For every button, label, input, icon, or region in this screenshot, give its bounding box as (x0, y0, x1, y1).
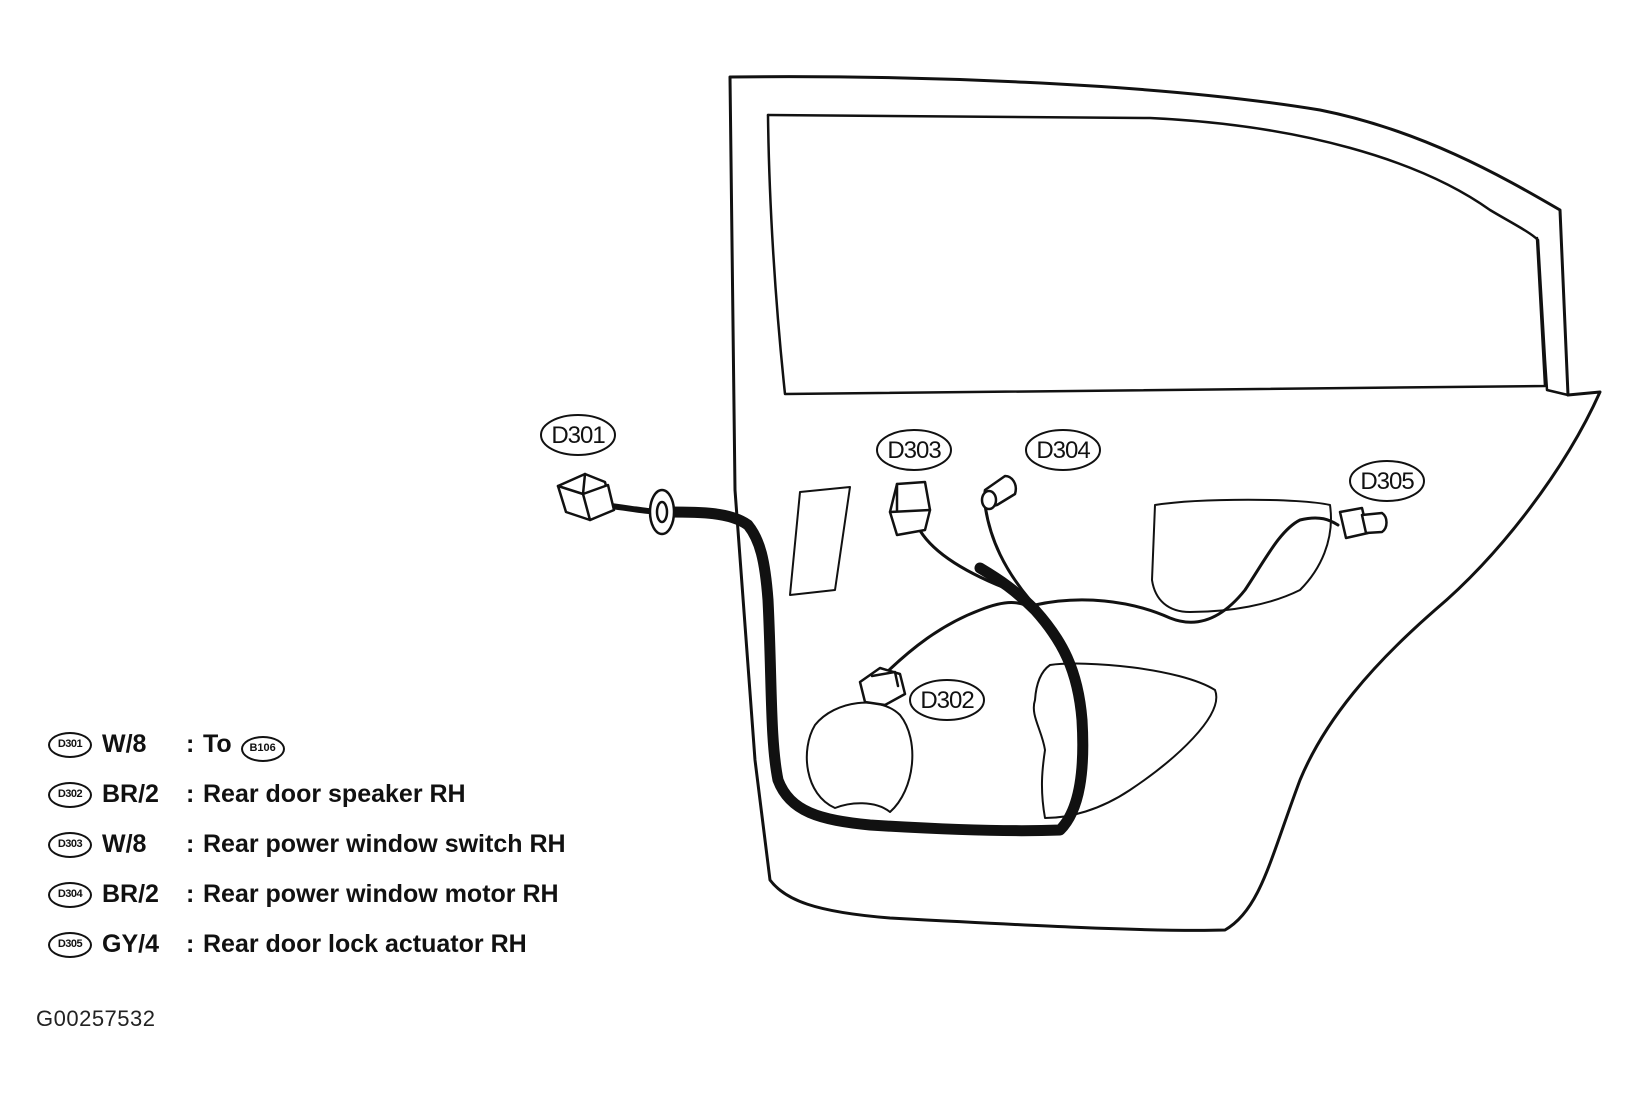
grommet (648, 488, 676, 536)
legend-code: W/8 (102, 830, 147, 858)
upper-access-hole (1151, 498, 1332, 613)
wire-d305 (1033, 516, 1340, 624)
speaker-opening (805, 701, 914, 813)
d305-callout-label: D305 (1360, 468, 1414, 495)
legend-row-d303: D303 W/8 : Rear power window switch RH (48, 830, 688, 880)
legend-separator: : (186, 880, 195, 908)
d302-callout-oval (909, 679, 985, 721)
legend-row-d302: D302 BR/2 : Rear door speaker RH (48, 780, 688, 830)
legend-row-d305: D305 GY/4 : Rear door lock actuator RH (48, 930, 688, 980)
lower-access-hole (1032, 662, 1218, 819)
legend-row-d304: D304 BR/2 : Rear power window motor RH (48, 880, 688, 930)
legend-separator: : (186, 830, 195, 858)
figure-id: G00257532 (36, 1006, 156, 1031)
d305-callout-oval (1349, 460, 1425, 502)
legend-badge: D305 (48, 932, 92, 958)
wire-d303 (916, 525, 1037, 612)
d301-callout-oval (540, 414, 616, 456)
window-glass (766, 113, 1547, 396)
legend-code: W/8 (102, 730, 147, 758)
legend-separator: : (186, 730, 195, 758)
legend-badge: D303 (48, 832, 92, 858)
legend-description: Rear door lock actuator RH (203, 930, 527, 958)
legend-separator: : (186, 780, 195, 808)
wire-d304 (983, 503, 1032, 602)
main-harness (662, 506, 1089, 837)
door-outline (728, 75, 1602, 932)
legend-code: BR/2 (102, 780, 159, 808)
legend-ref-badge: B106 (240, 736, 285, 762)
connector-legend: D301 W/8 : To B106 D302 BR/2 : Rear door… (48, 730, 688, 980)
window-frame-outer (766, 113, 1570, 397)
legend-code: GY/4 (102, 930, 159, 958)
door-pad (789, 486, 851, 596)
d303-callout-label: D303 (887, 437, 941, 464)
legend-description: Rear power window switch RH (203, 830, 566, 858)
d303-connector (888, 480, 932, 537)
d303-callout-oval (876, 429, 952, 471)
d305-connector (1338, 506, 1388, 540)
legend-description: Rear door speaker RH (203, 780, 466, 808)
d304-callout-oval (1025, 429, 1101, 471)
d304-callout-label: D304 (1036, 437, 1090, 464)
legend-row-d301: D301 W/8 : To B106 (48, 730, 688, 780)
legend-badge: D304 (48, 882, 92, 908)
legend-description: To B106 (203, 730, 285, 762)
d302-callout-label: D302 (920, 687, 974, 714)
legend-badge: D302 (48, 782, 92, 808)
legend-badge: D301 (48, 732, 92, 758)
legend-desc-text: To (203, 730, 232, 758)
d302-connector (858, 666, 907, 707)
d301-callout-label: D301 (551, 422, 605, 449)
legend-code: BR/2 (102, 880, 159, 908)
legend-description: Rear power window motor RH (203, 880, 559, 908)
wire-d302 (885, 601, 1037, 674)
d304-connector (980, 474, 1017, 511)
d301-connector (556, 472, 616, 522)
legend-separator: : (186, 930, 195, 958)
